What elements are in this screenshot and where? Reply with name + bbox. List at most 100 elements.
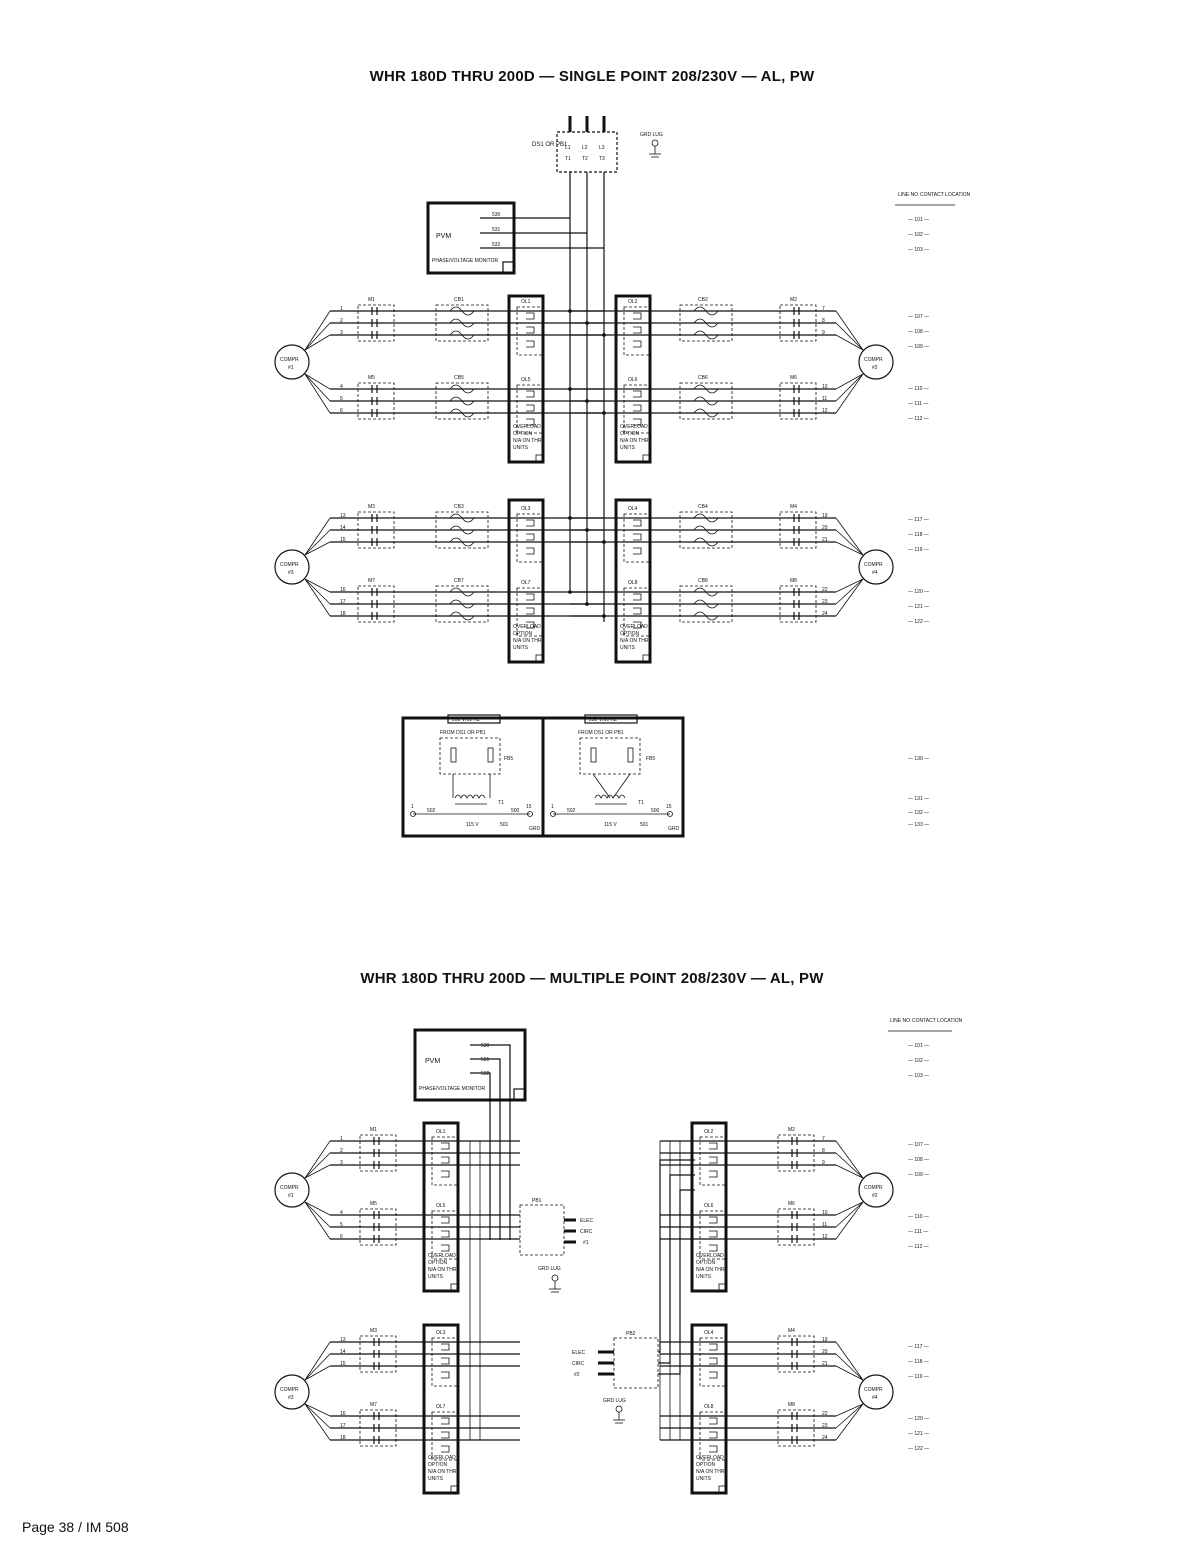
tr2-term-left: 1 xyxy=(551,804,554,810)
pb1-circ: CIRC xyxy=(580,1229,593,1235)
overload-frame-left-top-note-3: UNITS xyxy=(513,445,529,451)
mp-pvm-wire-530: 530 xyxy=(481,1043,490,1049)
breaker-cb5-label: CB5 xyxy=(454,375,464,381)
breaker-cb7-label: CB7 xyxy=(454,578,464,584)
mp-compressor-3: COMPR#3 xyxy=(274,1374,310,1410)
tr-line-number-133: — 133 — xyxy=(908,822,929,828)
breaker-cb1-label: CB1 xyxy=(454,297,464,303)
mp-overload-frame-right-top-note-0: OVERLOAD xyxy=(696,1253,724,1259)
overload-frame-right-bottom-note-0: OVERLOAD xyxy=(620,624,648,630)
overload-frame-right-top-note-2: N/A ON THR xyxy=(620,438,649,444)
multiple-point-diagram: LINE NO CONTACT LOCATION PVM PHASE/VOLTA… xyxy=(274,1018,963,1495)
tr2-wire-502: 502 xyxy=(567,808,576,814)
compressor-4: COMPR#4 xyxy=(858,549,894,585)
mp-overload-frame-right-bottom-note-2: N/A ON THR xyxy=(696,1469,725,1475)
tr2-from: FROM DS1 OR PB1 xyxy=(578,730,624,736)
mp-line-number-107: — 107 — xyxy=(908,1142,929,1148)
tr2-wire-500: 500 xyxy=(651,808,660,814)
mp-overload-ol7: OL7 xyxy=(431,1404,459,1461)
wire-9: 9 xyxy=(822,330,825,336)
mp-contactor-m3-label: M3 xyxy=(370,1328,377,1334)
mp-wire-2: 2 xyxy=(340,1148,343,1154)
tr1-voltage: 208 V/60 HZ xyxy=(452,717,480,723)
wire-6: 6 xyxy=(340,408,343,414)
mp-wire-16: 16 xyxy=(340,1411,346,1417)
contactor-m8-label: M8 xyxy=(790,578,797,584)
mp-line-number-110: — 110 — xyxy=(908,1214,929,1220)
contactor-m7-label: M7 xyxy=(368,578,375,584)
mp-wire-1: 1 xyxy=(340,1136,343,1142)
compressor-2: COMPR#2 xyxy=(858,344,894,380)
mp-pvm-box xyxy=(413,1028,527,1102)
overload-frame-right-top-note-1: OPTION xyxy=(620,431,640,437)
contactor-m1-label: M1 xyxy=(368,297,375,303)
overload-ol3-label: OL3 xyxy=(521,506,531,512)
line-number-110: — 110 — xyxy=(908,386,929,392)
ds-t3: T3 xyxy=(599,156,605,162)
tr1-term-right: 15 xyxy=(526,804,532,810)
bus-junction xyxy=(602,411,606,415)
overload-frame-right-top-note-0: OVERLOAD xyxy=(620,424,648,430)
mp-wire-12: 12 xyxy=(822,1234,828,1240)
mp-overload-ol2-label: OL2 xyxy=(704,1129,714,1135)
mp-overload-ol5-label: OL5 xyxy=(436,1203,446,1209)
mp-compressor-1-label: COMPR xyxy=(280,1185,299,1191)
disconnect-box xyxy=(556,131,618,173)
wire-10: 10 xyxy=(822,384,828,390)
mp-overload-frame-left-bottom-note-3: UNITS xyxy=(428,1476,444,1482)
mp-overload-frame-left-bottom-note-2: N/A ON THR xyxy=(428,1469,457,1475)
disconnect-label: DS1 OR PB1 xyxy=(532,142,568,148)
mp-line-number-120: — 120 — xyxy=(908,1416,929,1422)
wire-3: 3 xyxy=(340,330,343,336)
overload-frame-left-bottom-note-2: N/A ON THR xyxy=(513,638,542,644)
wire-17: 17 xyxy=(340,599,346,605)
mp-overload-ol2: OL2 xyxy=(699,1129,727,1186)
wire-4: 4 xyxy=(340,384,343,390)
line-number-109: — 109 — xyxy=(908,344,929,350)
tr2-t: T1 xyxy=(638,800,644,806)
mp-contactor-m1-label: M1 xyxy=(370,1127,377,1133)
overload-ol2-label: OL2 xyxy=(628,299,638,305)
mp-line-number-103: — 103 — xyxy=(908,1073,929,1079)
ground-lug-label: GRD LUG xyxy=(640,132,663,138)
breaker-cb6-label: CB6 xyxy=(698,375,708,381)
pb1-num: #1 xyxy=(583,1240,589,1246)
pvm-name: PVM xyxy=(436,233,451,240)
mp-compressor-1-num: #1 xyxy=(288,1193,294,1199)
wire-14: 14 xyxy=(340,525,346,531)
mp-wire-13: 13 xyxy=(340,1337,346,1343)
mp-wire-14: 14 xyxy=(340,1349,346,1355)
bus-junction xyxy=(568,516,572,520)
mp-line-number-117: — 117 — xyxy=(908,1344,929,1350)
tr2-voltage: 230 V/60 HZ xyxy=(589,717,617,723)
bus-junction xyxy=(568,309,572,313)
contactor-m4-label: M4 xyxy=(790,504,797,510)
contactor-m6-label: M6 xyxy=(790,375,797,381)
tr-line-number-130: — 130 — xyxy=(908,756,929,762)
line-number-103: — 103 — xyxy=(908,247,929,253)
mp-wire-17: 17 xyxy=(340,1423,346,1429)
overload-frame-left-bottom-note-1: OPTION xyxy=(513,631,533,637)
tr1-ground: GRD xyxy=(529,826,541,832)
mp-wire-18: 18 xyxy=(340,1435,346,1441)
wire-1: 1 xyxy=(340,306,343,312)
compressor-1-num: #1 xyxy=(288,365,294,371)
bus-junction xyxy=(585,528,589,532)
mp-overload-frame-left-bottom-note-1: OPTION xyxy=(428,1462,448,1468)
tr2-wire-501: 501 xyxy=(640,822,649,828)
overload-frame-left-bottom-note-0: OVERLOAD xyxy=(513,624,541,630)
ground-icon xyxy=(549,1274,561,1293)
mp-wire-6: 6 xyxy=(340,1234,343,1240)
mp-overload-frame-left-top-note-3: UNITS xyxy=(428,1274,444,1280)
tr2-fuse: FB5 xyxy=(646,756,655,762)
line-number-107: — 107 — xyxy=(908,314,929,320)
line-number-122: — 122 — xyxy=(908,619,929,625)
mp-compressor-4-label: COMPR xyxy=(864,1387,883,1393)
mp-overload-ol1: OL1 xyxy=(431,1129,459,1186)
ds-l2: L2 xyxy=(582,145,588,151)
